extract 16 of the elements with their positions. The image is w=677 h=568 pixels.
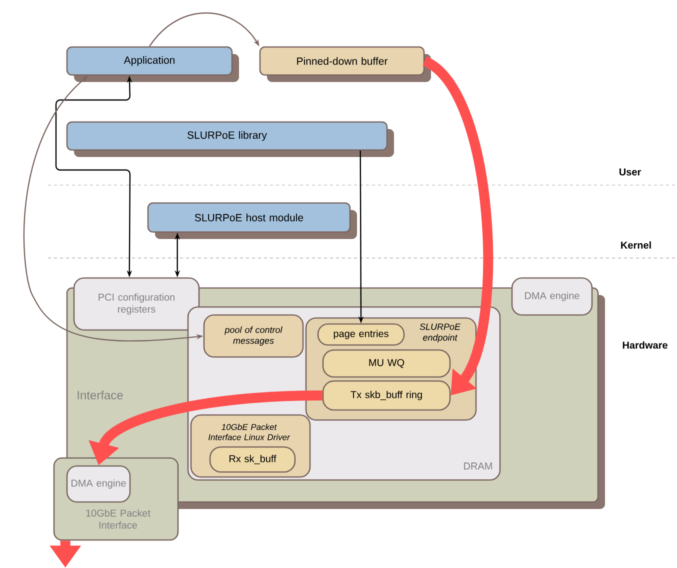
module-box: Application xyxy=(66,46,239,82)
curved-arrow xyxy=(149,12,260,47)
queue-box: Tx skb_buff ring xyxy=(322,380,451,411)
queue-box: page entries xyxy=(317,323,405,346)
module-box: SLURPoE host module xyxy=(147,202,357,239)
buffer-box: Pinned-down buffer xyxy=(259,46,431,82)
engine-box: DMA engine xyxy=(511,277,593,316)
layer-label: Hardware xyxy=(622,341,668,349)
engine-box: DMA engine xyxy=(66,465,131,503)
register-box: PCI configuration registers xyxy=(73,277,200,331)
queue-box: MU WQ xyxy=(322,349,451,378)
pool-box: pool of control messages xyxy=(203,314,304,358)
layer-label: Kernel xyxy=(621,241,651,249)
layer-label: User xyxy=(619,168,641,176)
buffer-box: Rx sk_buff xyxy=(209,446,296,473)
module-box: SLURPoE library xyxy=(66,121,394,157)
